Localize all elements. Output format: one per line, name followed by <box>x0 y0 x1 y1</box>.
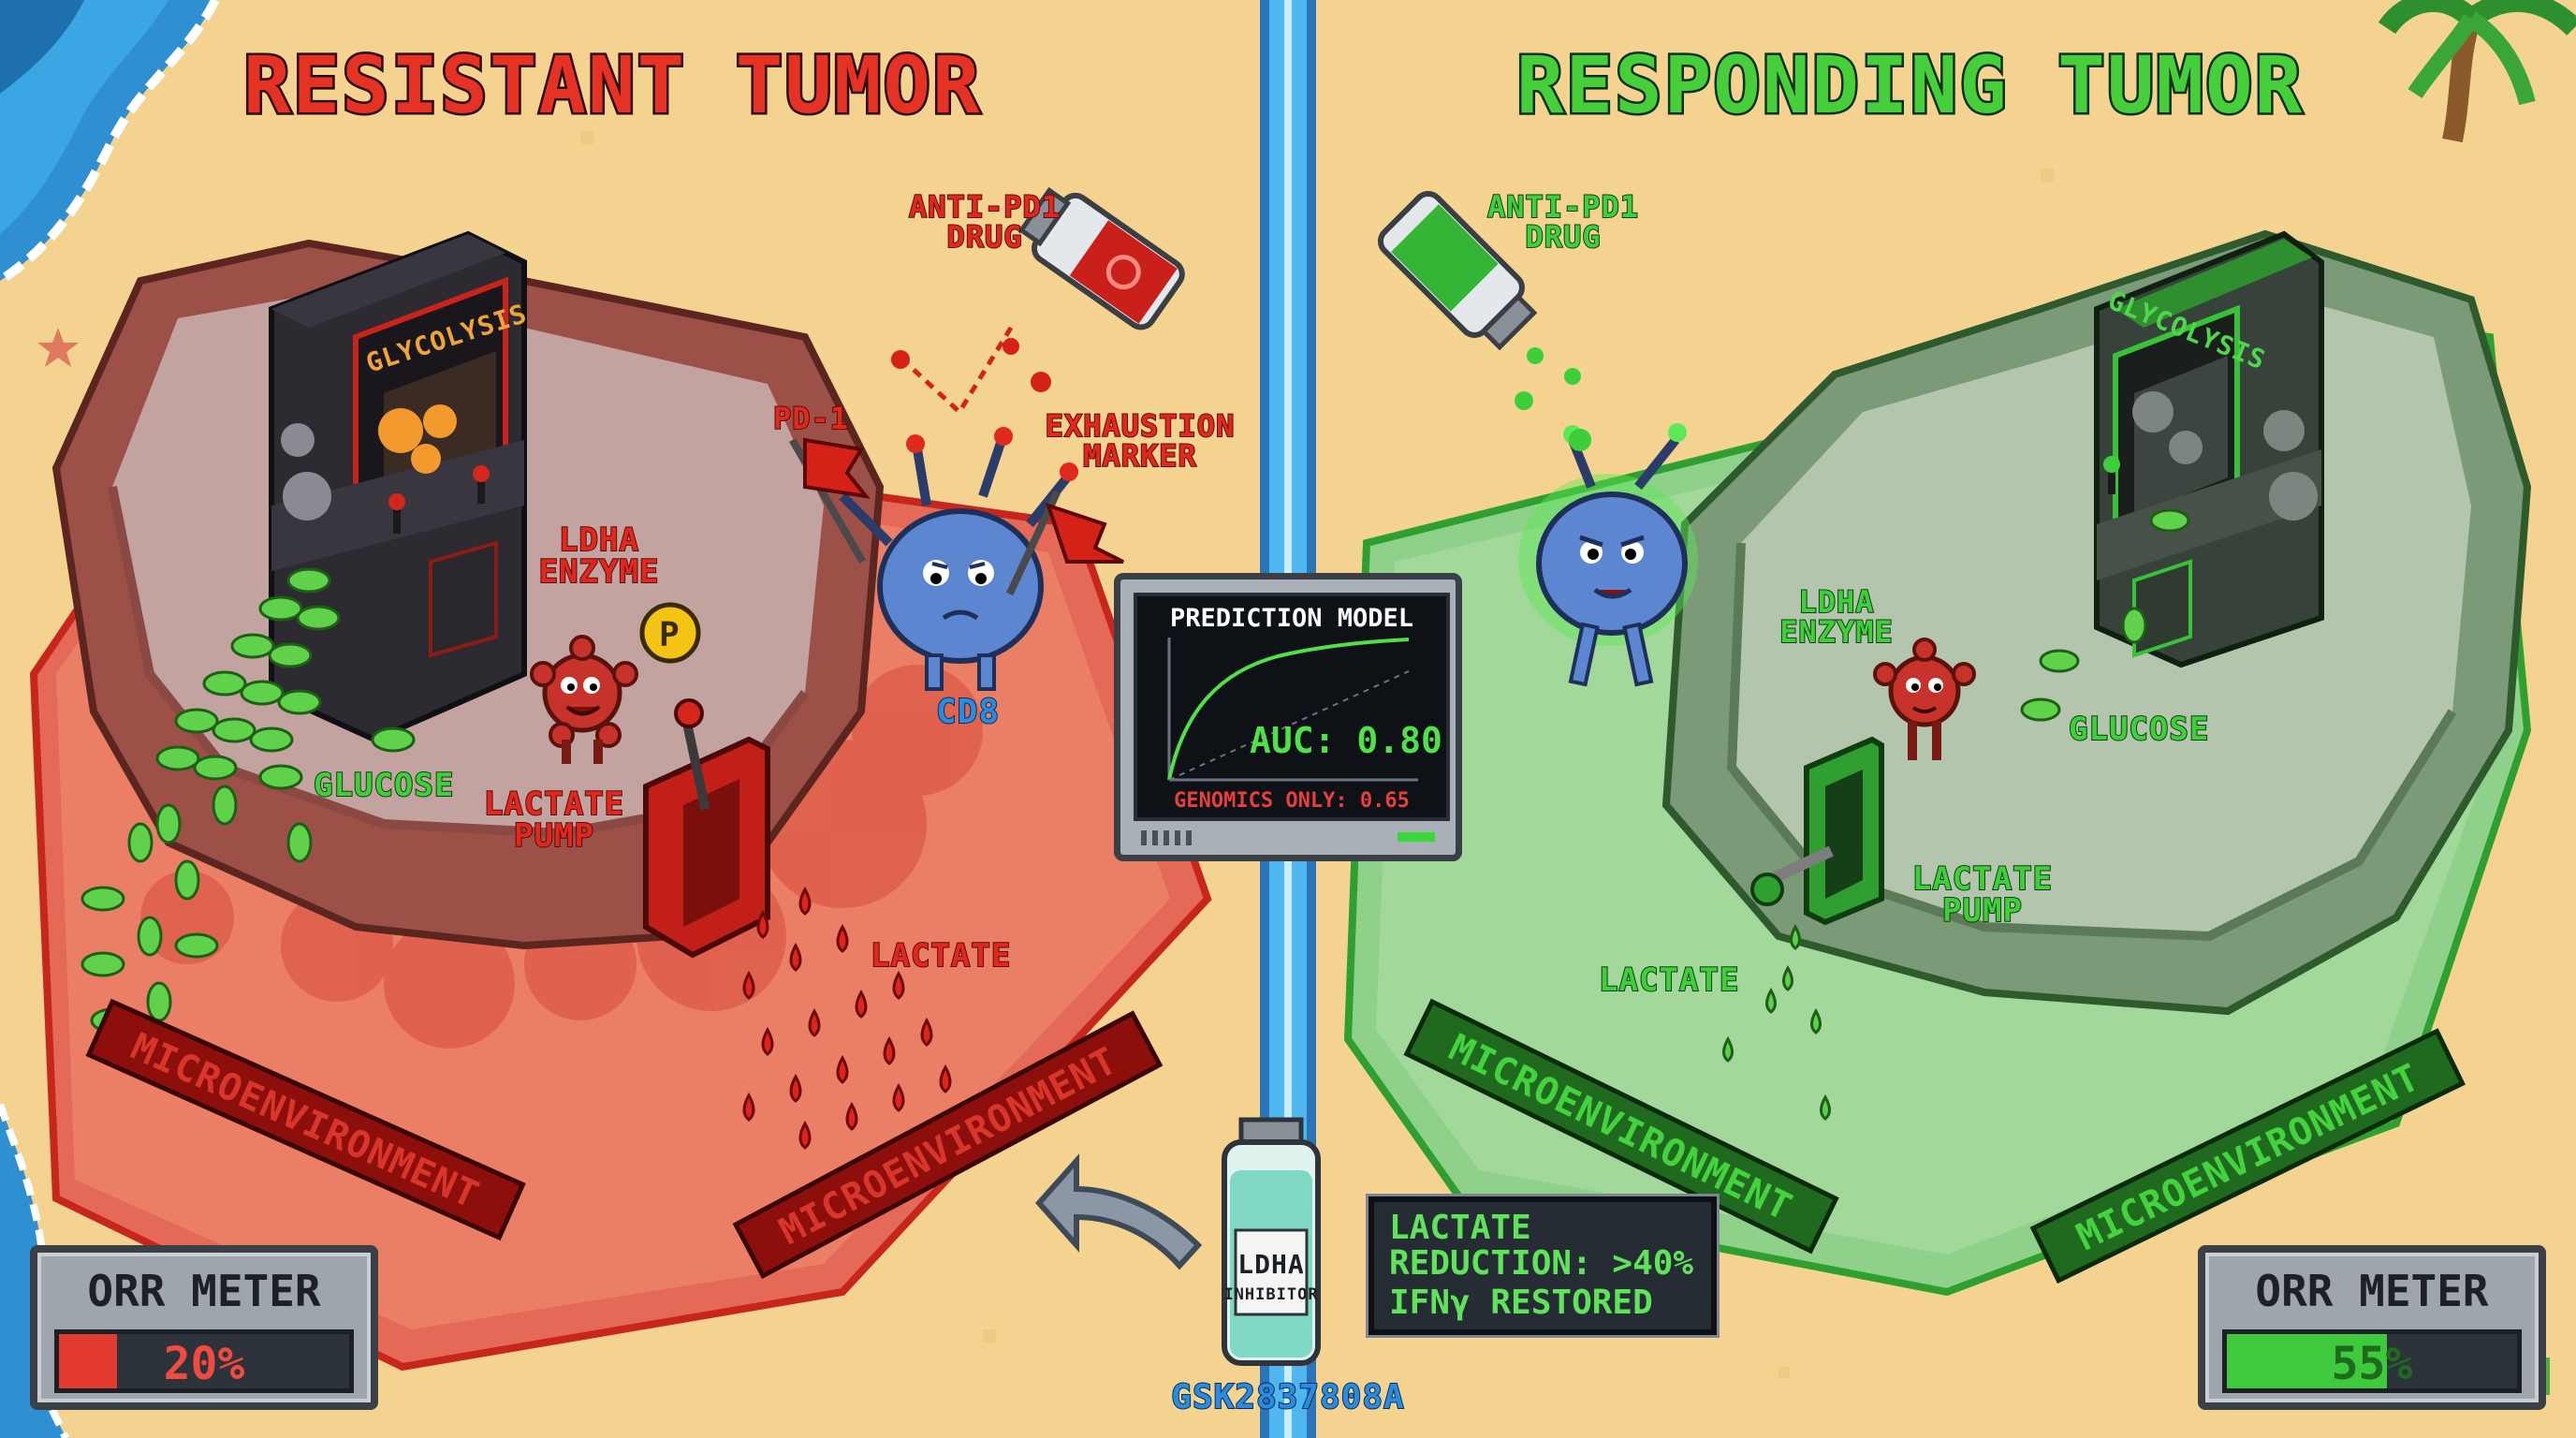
left-ldha-label-2: ENZYME <box>539 553 660 591</box>
orr-meter-bar: 20% <box>54 1329 354 1393</box>
title-responding: RESPONDING TUMOR <box>1516 39 2304 131</box>
orr-meter-value: 20% <box>163 1338 245 1390</box>
left-glucose-coins <box>80 567 416 1034</box>
gear-icon <box>378 404 457 474</box>
svg-text:P: P <box>659 616 681 654</box>
right-ldha-enzyme <box>1873 638 1976 760</box>
right-drug-label: ANTI-PD1 <box>1487 189 1639 225</box>
orr-meter-fill <box>2227 1334 2387 1388</box>
prediction-model-monitor: PREDICTION MODEL AUC: 0.80 GENOMICS ONLY… <box>1114 573 1462 861</box>
starfish <box>37 328 79 367</box>
joystick-icon <box>2103 456 2120 494</box>
exhaustion-label: EXHAUSTION <box>1046 408 1236 444</box>
monitor-screen: PREDICTION MODEL AUC: 0.80 GENOMICS ONLY… <box>1134 593 1450 821</box>
left-drug-label-2: DRUG <box>946 219 1022 255</box>
left-ldha-label: LDHA <box>559 521 639 559</box>
gear-icon <box>281 423 331 521</box>
exhaustion-flag <box>1006 490 1124 596</box>
left-glucose-label: GLUCOSE <box>314 767 454 804</box>
right-ldha-label: LDHA <box>1798 584 1874 620</box>
arrow-icon <box>1034 1153 1203 1270</box>
right-pump-label-2: PUMP <box>1942 892 2023 930</box>
title-resistant: RESISTANT TUMOR <box>243 39 982 131</box>
joystick-icon <box>388 465 490 534</box>
auc-value: AUC: 0.80 <box>1250 720 1442 761</box>
inhibitor-vial-label: LDHA <box>1237 1249 1304 1280</box>
genomics-only-value: GENOMICS ONLY: 0.65 <box>1174 789 1410 813</box>
monitor-grille <box>1141 830 1197 845</box>
left-lactate-drops <box>742 886 952 1150</box>
inhibitor-vial-label-2: INHIBITOR <box>1223 1285 1318 1304</box>
exhaustion-label-2: MARKER <box>1083 438 1197 474</box>
monitor-title: PREDICTION MODEL <box>1169 604 1414 633</box>
right-glycolysis-machine <box>2094 230 2324 668</box>
effect-line-2: REDUCTION: >40% <box>1389 1244 1694 1283</box>
right-glucose-coins <box>2020 508 2190 722</box>
monitor-led <box>1398 832 1435 842</box>
right-drug-vial <box>1377 190 1538 351</box>
right-glucose-label: GLUCOSE <box>2069 711 2209 748</box>
compound-label: GSK2837808A <box>1171 1378 1404 1416</box>
left-drug-path <box>891 326 1051 416</box>
orr-meter-bar: 55% <box>2222 1329 2522 1393</box>
right-ldha-label-2: ENZYME <box>1779 614 1894 650</box>
orr-meter-title: ORR METER <box>87 1266 321 1316</box>
ocean-top-left <box>0 0 220 286</box>
right-lactate-drops <box>1722 923 1831 1121</box>
palm-tree <box>2378 0 2576 143</box>
left-ldha-enzyme <box>530 635 638 764</box>
effect-line-1: LACTATE <box>1389 1209 1531 1247</box>
left-drug-label: ANTI-PD1 <box>909 189 1061 225</box>
inhibitor-effect-box: LACTATE REDUCTION: >40% IFNγ RESTORED <box>1366 1194 1720 1338</box>
left-pump-label: LACTATE <box>484 785 624 823</box>
right-pump-label: LACTATE <box>1912 860 2053 898</box>
ldha-inhibitor-vial <box>1222 1117 1321 1366</box>
left-drug-vial <box>1017 186 1185 330</box>
pd1-flag <box>789 437 871 564</box>
cd8-label: CD8 <box>936 693 1000 731</box>
roc-curve <box>1167 638 1418 782</box>
orr-meter-right: ORR METER 55% <box>2198 1245 2546 1410</box>
left-lactate-pump <box>643 698 770 959</box>
left-pump-label-2: PUMP <box>514 817 594 855</box>
right-lactate-label: LACTATE <box>1599 961 1739 999</box>
orr-meter-fill <box>59 1334 117 1388</box>
effect-line-3: IFNγ RESTORED <box>1389 1284 1653 1322</box>
orr-meter-title: ORR METER <box>2255 1266 2489 1316</box>
phosphate-badge: P <box>639 602 701 664</box>
pd1-label: PD-1 <box>773 401 849 436</box>
left-lactate-label: LACTATE <box>871 937 1011 975</box>
gear-icon <box>2132 391 2318 521</box>
right-cd8-cell <box>1518 423 1698 687</box>
right-lactate-pump <box>1750 736 1884 926</box>
orr-meter-left: ORR METER 20% <box>30 1245 378 1410</box>
right-drug-label-2: DRUG <box>1525 219 1601 255</box>
right-drug-path <box>1515 347 1591 451</box>
left-cd8-cell <box>839 427 1078 691</box>
orr-meter-value: 55% <box>2331 1338 2413 1390</box>
